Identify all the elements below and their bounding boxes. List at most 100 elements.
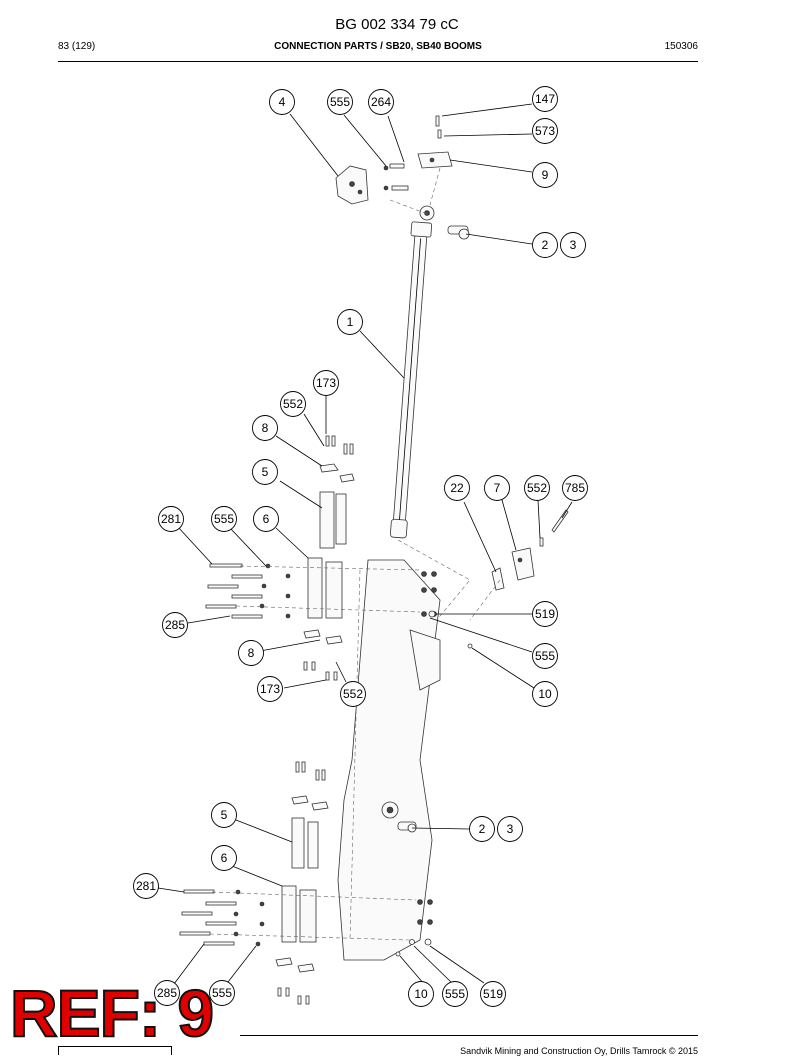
callout-1: 1 xyxy=(337,309,363,335)
callout-circle xyxy=(252,415,278,441)
callout-circle xyxy=(133,873,159,899)
boom-body xyxy=(337,559,441,961)
callout-circle xyxy=(532,162,558,188)
callout-circle xyxy=(442,981,468,1007)
callout-label: 281 xyxy=(161,512,181,526)
callout-label: 9 xyxy=(542,168,549,182)
callout-label: 285 xyxy=(165,618,185,632)
callout-circle xyxy=(480,981,506,1007)
callout-555: 555 xyxy=(442,981,468,1007)
callout-circle xyxy=(469,816,495,842)
callout-circle xyxy=(560,232,586,258)
top-bolts xyxy=(383,115,442,191)
callout-circle xyxy=(211,845,237,871)
callout-circle xyxy=(209,980,235,1006)
footer-rule xyxy=(240,1035,698,1036)
callout-2: 2 xyxy=(532,232,558,258)
callout-label: 8 xyxy=(248,646,255,660)
callout-10: 10 xyxy=(408,981,434,1007)
callout-label: 10 xyxy=(538,687,552,701)
callout-circle xyxy=(444,475,470,501)
callout-3: 3 xyxy=(560,232,586,258)
grease-nipple xyxy=(467,643,473,649)
callout-label: 6 xyxy=(221,851,228,865)
page-header: CONNECTION PARTS / SB20, SB40 BOOMS 83 (… xyxy=(58,41,698,57)
callout-173: 173 xyxy=(313,370,339,396)
callout-circle xyxy=(252,459,278,485)
callout-label: 8 xyxy=(262,421,269,435)
upper-slide-assembly xyxy=(303,463,355,645)
callout-8: 8 xyxy=(252,415,278,441)
lower-slide-assembly xyxy=(275,761,329,1005)
callout-circle xyxy=(238,640,264,666)
callout-label: 552 xyxy=(343,687,363,701)
callout-label: 285 xyxy=(157,986,177,1000)
callout-label: 1 xyxy=(347,315,354,329)
callout-label: 519 xyxy=(535,607,555,621)
callout-10: 10 xyxy=(532,681,558,707)
callout-label: 555 xyxy=(330,95,350,109)
callout-285: 285 xyxy=(154,980,180,1006)
callout-circle xyxy=(257,676,283,702)
footer-logo xyxy=(58,1046,172,1055)
callout-552: 552 xyxy=(340,681,366,707)
washer-519 xyxy=(428,610,436,618)
upper-bracket xyxy=(335,165,369,205)
callout-label: 281 xyxy=(136,879,156,893)
callout-285: 285 xyxy=(162,612,188,638)
callout-circle xyxy=(532,232,558,258)
callout-circle xyxy=(313,370,339,396)
callout-circle xyxy=(532,86,558,112)
callout-label: 10 xyxy=(414,987,428,1001)
reference-stamp: REF: 9 xyxy=(9,976,215,1050)
clamp-plate xyxy=(417,151,453,169)
callout-573: 573 xyxy=(532,118,558,144)
callout-147: 147 xyxy=(532,86,558,112)
callout-label: 5 xyxy=(221,808,228,822)
callout-785: 785 xyxy=(562,475,588,501)
callout-label: 785 xyxy=(565,481,585,495)
hydraulic-cylinder xyxy=(389,221,433,539)
callout-6: 6 xyxy=(253,506,279,532)
cylinder-top-eye xyxy=(419,205,435,221)
upper-vertical-bolts xyxy=(303,435,354,681)
callout-4: 4 xyxy=(269,89,295,115)
upper-pin xyxy=(447,225,470,240)
callout-label: 264 xyxy=(371,95,391,109)
callout-label: 147 xyxy=(535,92,555,106)
callout-label: 573 xyxy=(535,124,555,138)
callout-3: 3 xyxy=(497,816,523,842)
callout-circle xyxy=(253,506,279,532)
callout-552: 552 xyxy=(280,391,306,417)
callout-label: 3 xyxy=(507,822,514,836)
callout-label: 3 xyxy=(570,238,577,252)
callout-label: 5 xyxy=(262,465,269,479)
callout-552: 552 xyxy=(524,475,550,501)
document-date: 150306 xyxy=(664,41,698,52)
lower-grease-nipple xyxy=(395,951,401,957)
callout-circle xyxy=(154,980,180,1006)
callout-circle xyxy=(497,816,523,842)
callout-173: 173 xyxy=(257,676,283,702)
callout-label: 555 xyxy=(445,987,465,1001)
parts-drawing xyxy=(179,115,569,1005)
footer-copyright: Sandvik Mining and Construction Oy, Dril… xyxy=(460,1046,698,1056)
callout-519: 519 xyxy=(480,981,506,1007)
header-rule xyxy=(58,61,698,62)
leader-lines xyxy=(157,103,573,985)
callout-circle xyxy=(532,118,558,144)
callout-6: 6 xyxy=(211,845,237,871)
callout-label: 173 xyxy=(316,376,336,390)
callout-555: 555 xyxy=(532,643,558,669)
callout-circle xyxy=(337,309,363,335)
callout-circle xyxy=(327,89,353,115)
callout-2: 2 xyxy=(469,816,495,842)
callout-circle xyxy=(280,391,306,417)
callout-circle xyxy=(211,802,237,828)
lower-bolt-row xyxy=(179,889,433,947)
callout-circle xyxy=(368,89,394,115)
callout-label: 4 xyxy=(279,95,286,109)
callout-5: 5 xyxy=(211,802,237,828)
